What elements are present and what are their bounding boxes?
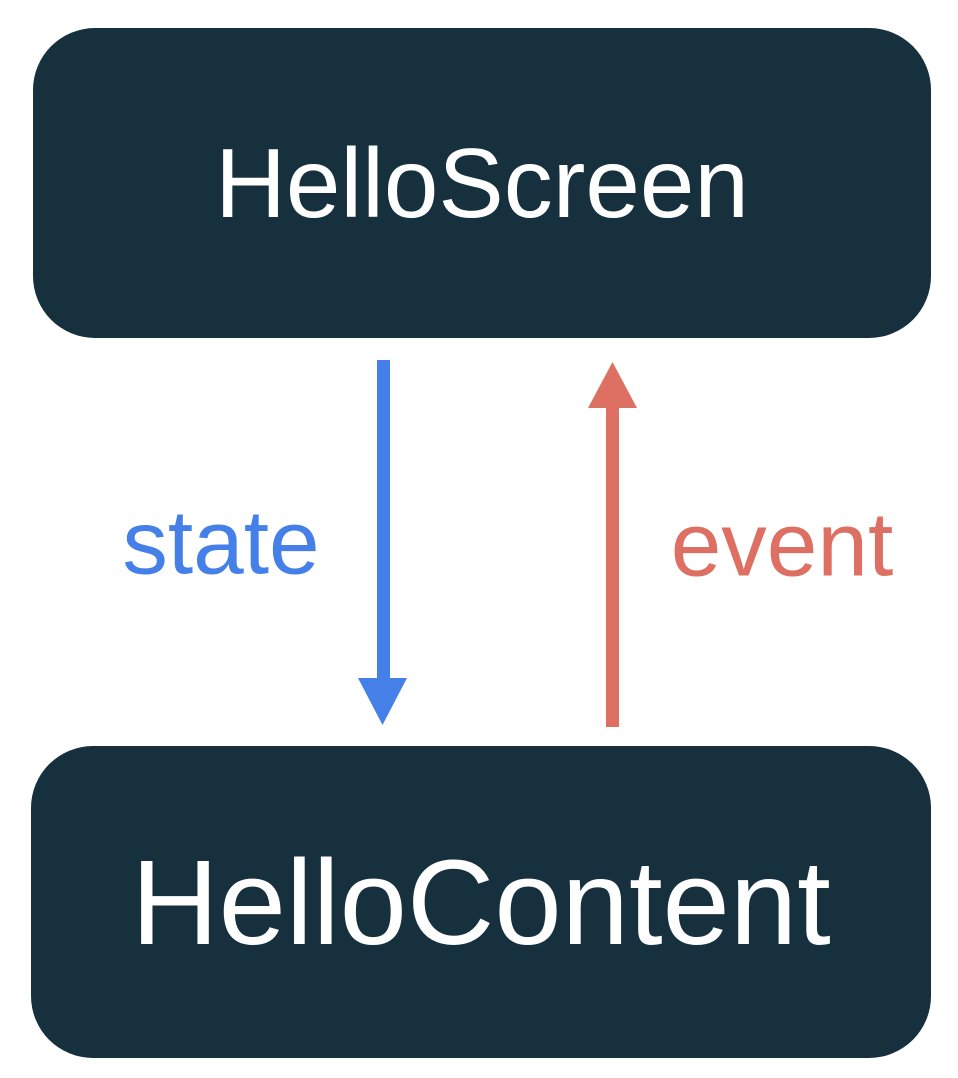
state-label: state xyxy=(122,492,320,594)
hello-screen-label: HelloScreen xyxy=(215,127,749,238)
state-arrowhead xyxy=(358,678,407,725)
event-arrow-up-icon xyxy=(588,362,637,727)
event-arrow-shaft xyxy=(606,406,619,727)
hello-content-label: HelloContent xyxy=(131,834,831,970)
state-arrow-shaft xyxy=(377,360,390,680)
state-arrow-down-icon xyxy=(358,360,407,725)
hello-content-node: HelloContent xyxy=(31,746,931,1058)
event-arrowhead xyxy=(588,362,637,408)
hello-screen-node: HelloScreen xyxy=(33,28,931,338)
event-label: event xyxy=(670,494,894,596)
